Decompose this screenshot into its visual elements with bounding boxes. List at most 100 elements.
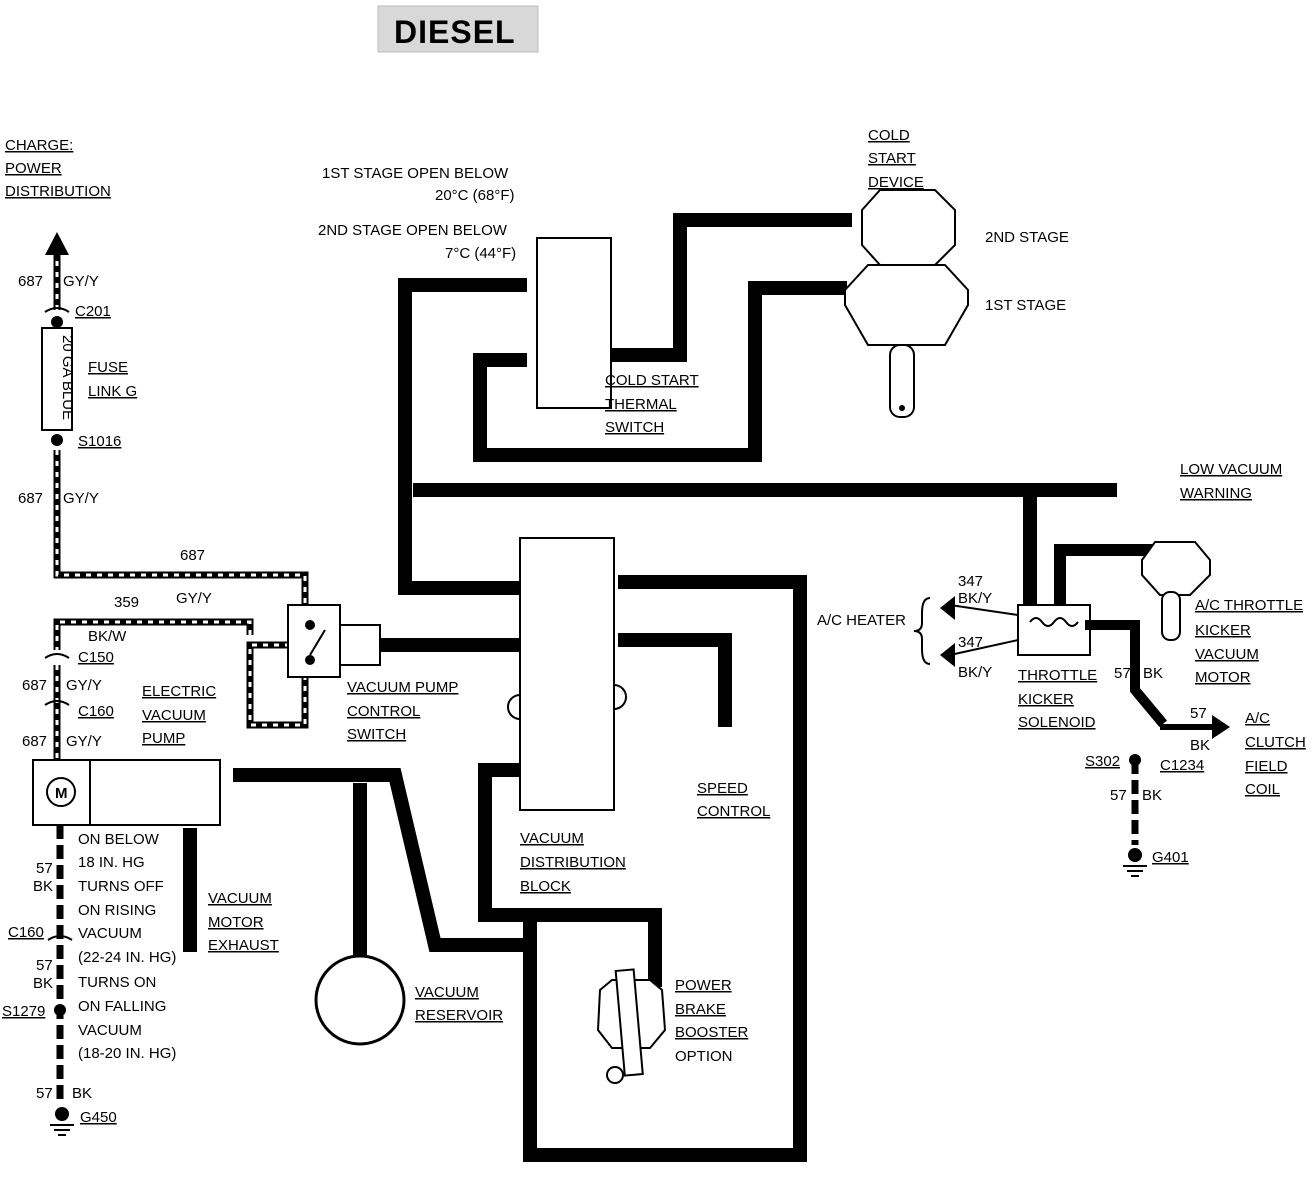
- diagram-label: TURNS OFF: [78, 878, 164, 895]
- diagram-label: 57: [1190, 705, 1207, 722]
- diagram-label: VACUUM: [1195, 646, 1259, 663]
- fuse-link: 20 GA BLUE: [41, 327, 76, 431]
- diagram-label: 7°C (44°F): [445, 245, 516, 262]
- diagram-label: 347: [958, 573, 983, 590]
- diagram-label: (18-20 IN. HG): [78, 1045, 176, 1062]
- distribution-block: [507, 537, 627, 811]
- fuse-link-body-label: 20 GA BLUE: [59, 335, 76, 420]
- diagram-label: 687: [22, 733, 47, 750]
- diagram-label: VACUUM PUMP: [347, 679, 458, 696]
- diagram-label: DISTRIBUTION: [520, 854, 626, 871]
- diagram-label: 687: [22, 677, 47, 694]
- hose-1st-stage: [473, 281, 847, 462]
- c201-arc-icon: [44, 307, 70, 313]
- diagram-label: GY/Y: [66, 733, 102, 750]
- c150-arc-icon: [44, 653, 70, 659]
- diagram-label: C201: [75, 303, 111, 320]
- s1016-splice-icon: [51, 434, 63, 446]
- diagram-label: 20°C (68°F): [435, 187, 515, 204]
- diagram-label: 57: [36, 1085, 53, 1102]
- diagram-label: SPEED: [697, 780, 748, 797]
- diagram-label: COLD START: [605, 372, 699, 389]
- diagram-label: DISTRIBUTION: [5, 183, 111, 200]
- diagram-label: COIL: [1245, 781, 1280, 798]
- diagram-label: 2ND STAGE: [985, 229, 1069, 246]
- diagram-label: C160: [78, 703, 114, 720]
- diagram-label: BK/W: [88, 628, 127, 645]
- diagram-label: 57: [36, 860, 53, 877]
- diagram-label: POWER: [675, 977, 732, 994]
- diagram-label: CHARGE:: [5, 137, 73, 154]
- diagram-label: VACUUM: [415, 984, 479, 1001]
- diagram-label: SWITCH: [347, 726, 406, 743]
- diagram-label: BRAKE: [675, 1001, 726, 1018]
- hose-2nd-stage: [608, 213, 852, 362]
- diagram-title: DIESEL: [394, 14, 516, 50]
- up-arrow-icon: [45, 232, 69, 255]
- motor-icon: [46, 777, 76, 807]
- diagram-label: BK/Y: [958, 664, 992, 681]
- diagram-label: BK: [33, 878, 53, 895]
- diagram-label: S1016: [78, 433, 121, 450]
- diagram-label: G401: [1152, 849, 1189, 866]
- vacuum-reservoir-icon: [314, 954, 406, 1046]
- diagram-label: TURNS ON: [78, 974, 156, 991]
- c160-bottom-arc-icon: [47, 935, 73, 941]
- diagram-label: THERMAL: [605, 396, 677, 413]
- first-stage-diaphragm: [844, 264, 969, 346]
- diagram-label: BOOSTER: [675, 1024, 749, 1041]
- hose-main-supply: [398, 278, 527, 595]
- diagram-label: C1234: [1160, 757, 1204, 774]
- diagram-label: G450: [80, 1109, 117, 1126]
- diagram-label: 18 IN. HG: [78, 854, 145, 871]
- connectors: [44, 307, 1147, 1136]
- diagram-label: S1279: [2, 1003, 45, 1020]
- diagram-label: GY/Y: [63, 273, 99, 290]
- diagram-label: VACUUM: [78, 925, 142, 942]
- diagram-label: 1ST STAGE OPEN BELOW: [322, 165, 509, 182]
- hose-kicker-motor: [1054, 544, 1156, 611]
- c201-connector-icon: [51, 316, 63, 328]
- diagram-label: START: [868, 150, 916, 167]
- diagram-label: GY/Y: [63, 490, 99, 507]
- diagram-label: CLUTCH: [1245, 734, 1306, 751]
- diagram-label: BK: [33, 975, 53, 992]
- ac-heater-brace-icon: [913, 597, 931, 665]
- diagram-label: S302: [1085, 753, 1120, 770]
- diagram-label: KICKER: [1018, 691, 1074, 708]
- title-block: DIESEL: [377, 5, 539, 53]
- diagram-label: WARNING: [1180, 485, 1252, 502]
- diagram-label: EXHAUST: [208, 937, 279, 954]
- diagram-label: VACUUM: [78, 1022, 142, 1039]
- diagram-label: A/C HEATER: [817, 612, 906, 629]
- diagram-label: BK/Y: [958, 590, 992, 607]
- vacuum-pump-control-switch: [287, 604, 381, 678]
- diagram-label: VACUUM: [142, 707, 206, 724]
- diagram-label: 57: [1114, 665, 1131, 682]
- diagram-label: CONTROL: [347, 703, 420, 720]
- diagram-label: OPTION: [675, 1048, 733, 1065]
- diagram-label: SWITCH: [605, 419, 664, 436]
- hose-brake-booster: [478, 763, 662, 987]
- diagram-label: VACUUM: [208, 890, 272, 907]
- diagram-label: THROTTLE: [1018, 667, 1097, 684]
- diagram-label: ON FALLING: [78, 998, 166, 1015]
- diagram-label: 57: [36, 957, 53, 974]
- cold-start-rod: [889, 344, 915, 418]
- thermal-switch-box: [536, 237, 612, 409]
- diagram-label: ELECTRIC: [142, 683, 216, 700]
- diagram-label: BLOCK: [520, 878, 571, 895]
- c160-top-arc-icon: [44, 700, 70, 706]
- left-arrow-icon: [940, 596, 955, 620]
- diagram-label: FUSE: [88, 359, 128, 376]
- diagram-label: ON BELOW: [78, 831, 160, 848]
- diagram-label: M: [55, 785, 68, 802]
- diagram-label: POWER: [5, 160, 62, 177]
- diagram-label: 359: [114, 594, 139, 611]
- diagram-label: LINK G: [88, 383, 137, 400]
- diagram-label: C150: [78, 649, 114, 666]
- diagram-label: BK: [1190, 737, 1210, 754]
- diagram-label: COLD: [868, 127, 910, 144]
- diagram-label: KICKER: [1195, 622, 1251, 639]
